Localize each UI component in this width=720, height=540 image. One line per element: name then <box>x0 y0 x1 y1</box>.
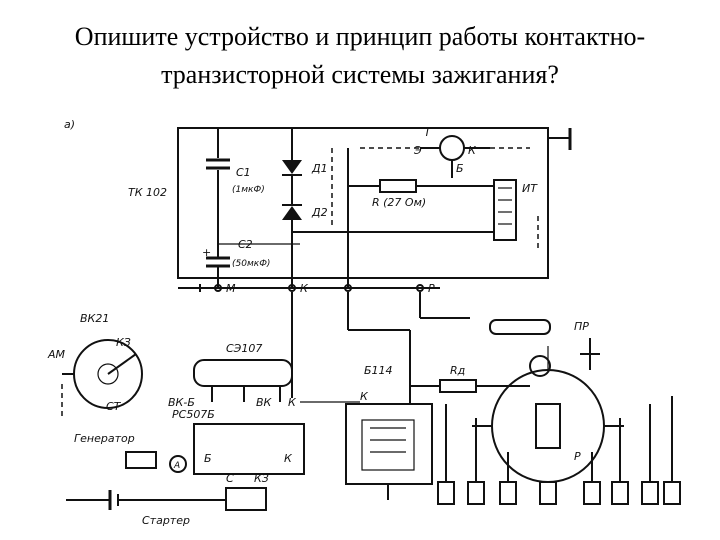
k-relay-label: К <box>288 396 297 409</box>
spark-plug <box>663 481 681 505</box>
spark-plugs <box>437 481 681 505</box>
d1-label: Д1 <box>311 162 328 175</box>
k3-switch-label: КЗ <box>116 336 131 349</box>
k3-relay-label: КЗ <box>254 472 269 485</box>
spark-plug <box>611 481 629 505</box>
distributor-p-label: Р <box>574 450 581 463</box>
title-line-1: Опишите устройство и принцип работы конт… <box>74 22 646 51</box>
pr-label: ПР <box>574 320 589 333</box>
c1-value: (1мкФ) <box>232 185 265 195</box>
emitter-label: Э <box>413 144 422 157</box>
spark-plug <box>641 481 659 505</box>
resistor-r <box>379 179 417 193</box>
d2-label: Д2 <box>311 206 328 219</box>
vk-label: ВК <box>256 396 273 409</box>
spark-plug <box>499 481 517 505</box>
it-label: ИТ <box>522 182 538 195</box>
title-line-2: транзисторной системы зажигания? <box>161 60 559 89</box>
terminal-m-label: М <box>226 282 236 295</box>
rs507b-label: РС507Б <box>172 408 215 421</box>
k-relay2-label: К <box>284 452 293 465</box>
b114-label: Б114 <box>364 364 393 377</box>
b-relay-label: Б <box>204 452 212 465</box>
resistor-se107 <box>193 359 293 387</box>
terminal-p-label: Р <box>428 282 435 295</box>
collector-label: К <box>468 144 477 157</box>
vk21-label: ВК21 <box>80 312 109 325</box>
spark-plug <box>467 481 485 505</box>
diode-d1 <box>282 160 302 174</box>
rd-label: Rд <box>450 364 465 377</box>
ammeter <box>169 455 187 473</box>
starter-relay-block <box>193 423 305 475</box>
spark-plug <box>539 481 557 505</box>
svg-text:+: + <box>202 246 211 259</box>
transistor-label: Т <box>424 126 432 139</box>
c2-value: (50мкФ) <box>232 259 270 269</box>
panel-label: а) <box>64 118 75 131</box>
pulse-transformer-it <box>493 179 517 241</box>
terminal-k-label: К <box>300 282 309 295</box>
distributor-rotor <box>535 403 561 449</box>
vkb-label: ВК-Б <box>168 396 195 409</box>
generator <box>125 451 157 469</box>
c1-label: С1 <box>236 166 251 179</box>
coil-k-label: К <box>360 390 369 403</box>
breaker-pr <box>489 319 551 335</box>
am-label: АМ <box>47 348 66 361</box>
ammeter-label: А <box>173 461 180 471</box>
starter-label: Стартер <box>142 514 190 527</box>
spark-plug <box>437 481 455 505</box>
spark-plug <box>583 481 601 505</box>
transistor-t <box>439 135 465 161</box>
resistor-label: R (27 Ом) <box>372 196 426 209</box>
c-relay-label: С <box>226 472 234 485</box>
slide-title: Опишите устройство и принцип работы конт… <box>0 18 720 94</box>
se107-label: СЭ107 <box>226 342 262 355</box>
base-label: Б <box>456 162 464 175</box>
generator-label: Генератор <box>74 432 135 445</box>
diode-d2 <box>282 206 302 220</box>
tk102-enclosure <box>177 127 549 279</box>
tk102-label: ТК 102 <box>128 186 167 199</box>
ignition-coil-b114 <box>345 403 433 485</box>
resistor-rd <box>439 379 477 393</box>
st-label: СТ <box>106 400 122 413</box>
starter <box>225 487 267 511</box>
